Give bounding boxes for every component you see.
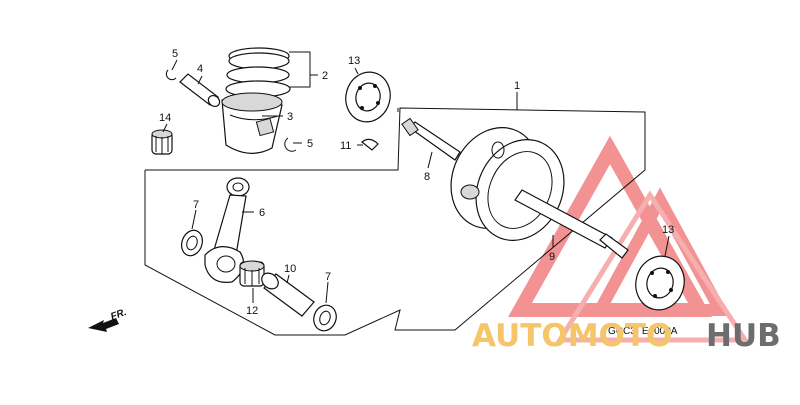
callout-13-lower: 13 xyxy=(662,224,674,236)
figure-code: GCC3- E1000A xyxy=(608,326,678,337)
callout-4: 4 xyxy=(197,63,203,75)
callouts: 1 2 3 4 5 5 6 7 7 8 9 10 11 12 13 13 14 xyxy=(159,48,674,317)
crankshaft-assembly xyxy=(401,117,629,259)
callout-5-upper: 5 xyxy=(172,48,178,60)
callout-13-upper: 13 xyxy=(348,55,360,67)
needle-bearing-small-end xyxy=(151,129,173,155)
callout-7-right: 7 xyxy=(325,271,331,283)
assembly-frame xyxy=(144,107,646,336)
piston xyxy=(221,92,283,154)
circlip-upper xyxy=(165,69,177,81)
watermark-word-b: HUB xyxy=(706,318,781,354)
watermark-text: AUTOMOTO HUB xyxy=(472,318,781,354)
front-direction-arrow: FR. xyxy=(88,307,128,332)
main-bearing-upper xyxy=(345,71,391,123)
callout-11: 11 xyxy=(340,140,351,152)
needle-bearing-big-end xyxy=(239,260,265,287)
callout-12: 12 xyxy=(246,305,258,317)
crank-pin xyxy=(261,272,315,317)
woodruff-key xyxy=(361,138,379,151)
callout-6: 6 xyxy=(259,207,265,219)
piston-rings xyxy=(225,47,291,98)
callout-9: 9 xyxy=(549,251,555,263)
callout-2: 2 xyxy=(322,70,328,82)
thrust-washer-right xyxy=(313,304,337,332)
front-direction-label: FR. xyxy=(109,307,128,323)
callout-7-left: 7 xyxy=(193,199,199,211)
connecting-rod xyxy=(204,177,250,283)
piston-pin xyxy=(179,73,221,108)
callout-3: 3 xyxy=(287,111,293,123)
leader-lines xyxy=(162,51,670,304)
callout-1: 1 xyxy=(514,80,520,92)
callout-10: 10 xyxy=(284,263,296,275)
callout-5-lower: 5 xyxy=(307,138,313,150)
callout-8: 8 xyxy=(424,171,430,183)
thrust-washer-left xyxy=(181,229,203,257)
watermark-word-a: AUTOMOTO xyxy=(472,318,672,354)
main-bearing-lower xyxy=(635,255,685,311)
circlip-lower xyxy=(284,137,297,152)
callout-14: 14 xyxy=(159,112,171,124)
